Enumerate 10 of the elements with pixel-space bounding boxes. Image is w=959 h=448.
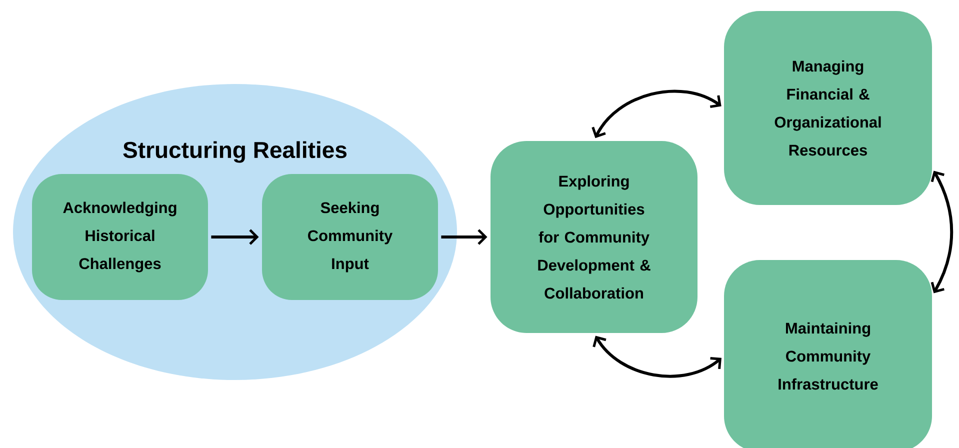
arrow: [441, 229, 488, 245]
arrow: [930, 170, 954, 294]
arrow: [211, 229, 259, 245]
process-box: Maintaining Community Infrastructure: [724, 260, 932, 448]
arrow: [592, 90, 722, 138]
process-box: Seeking Community Input: [262, 174, 438, 300]
process-box: Managing Financial & Organizational Resources: [724, 11, 932, 205]
arrow: [592, 336, 722, 378]
process-box: Acknowledging Historical Challenges: [32, 174, 208, 300]
process-box: Exploring Opportunities for Community Development & Collaboration: [490, 141, 698, 333]
